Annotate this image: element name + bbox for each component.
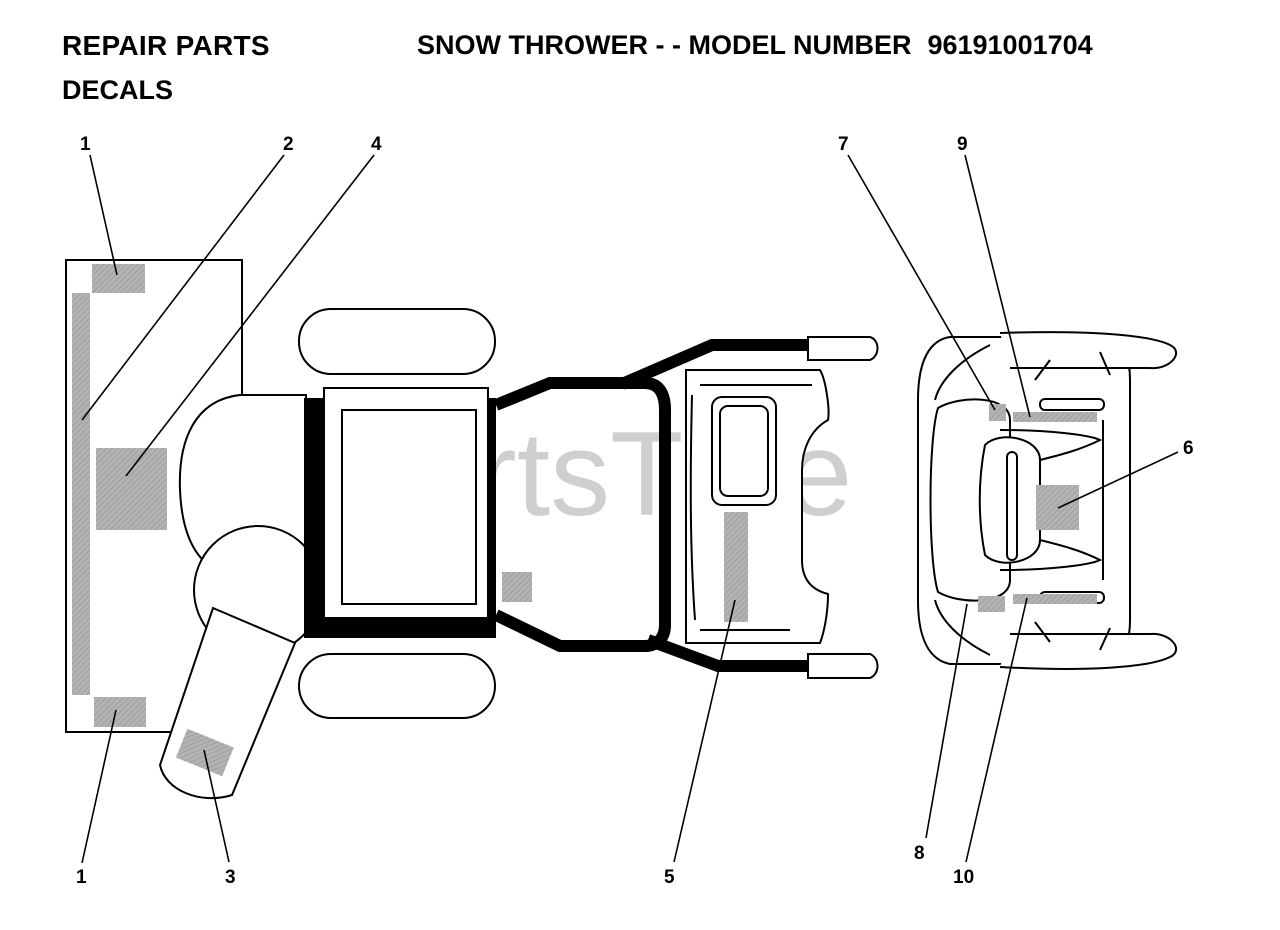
callout-3: 3 <box>225 867 236 888</box>
wheel-top <box>298 308 496 375</box>
decal-8 <box>978 596 1005 612</box>
engine-frame-bottom <box>304 618 494 638</box>
section-title: DECALS <box>62 75 174 105</box>
callout-1-bottom: 1 <box>76 867 87 888</box>
decal-9 <box>1013 412 1097 422</box>
callout-7: 7 <box>838 134 849 155</box>
decal-7 <box>989 404 1006 421</box>
leader-lines <box>81 154 1179 864</box>
control-panel <box>685 369 830 644</box>
callout-1-top: 1 <box>80 134 91 155</box>
callout-9: 9 <box>957 134 968 155</box>
model-heading: SNOW THROWER - - MODEL NUMBER 96191001704 <box>417 30 1093 61</box>
decal-4 <box>96 448 167 530</box>
callout-10: 10 <box>953 867 974 888</box>
page-title: REPAIR PARTS <box>62 30 270 61</box>
callout-2: 2 <box>283 134 294 155</box>
decal-2 <box>72 293 90 695</box>
callout-5: 5 <box>664 867 675 888</box>
model-number: 96191001704 <box>927 30 1093 60</box>
decal-small-frame <box>502 572 532 602</box>
callouts: 1 2 4 7 9 6 1 3 5 8 10 <box>76 134 1194 888</box>
engine <box>323 387 489 619</box>
callout-6: 6 <box>1183 438 1194 459</box>
handle-upper <box>619 336 879 390</box>
decal-6 <box>1036 485 1079 530</box>
wheel-bottom <box>298 653 496 719</box>
engine-frame-top <box>486 398 496 638</box>
decal-10 <box>1013 594 1097 604</box>
handle-lower <box>645 634 879 679</box>
callout-4: 4 <box>371 134 382 155</box>
decal-5 <box>724 512 748 622</box>
decal-1-bottom <box>94 697 146 727</box>
engine-frame-left <box>304 398 326 638</box>
decal-1-top <box>92 264 145 293</box>
product-line: SNOW THROWER - - MODEL NUMBER <box>417 30 912 60</box>
callout-8: 8 <box>914 843 925 864</box>
